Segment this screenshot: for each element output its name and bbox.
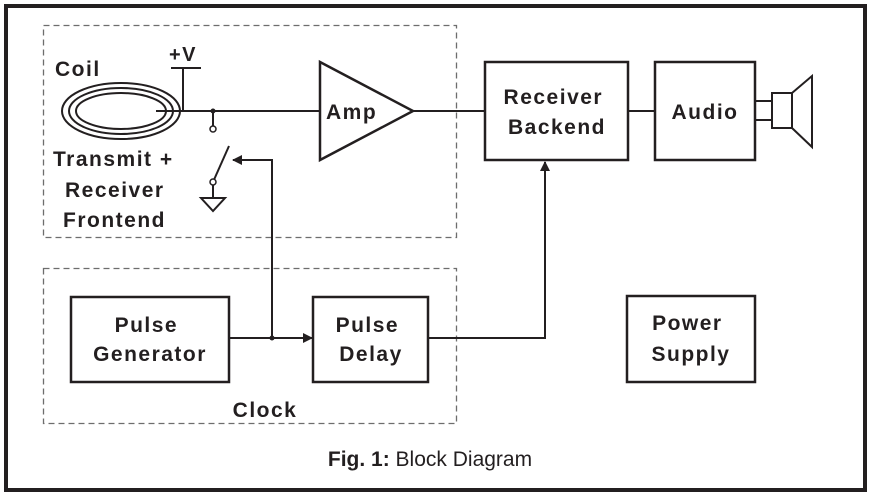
- supply-voltage-icon: [171, 67, 201, 111]
- clock-to-switch-arrow: [232, 155, 273, 338]
- pulse-delay-block: [311, 295, 430, 384]
- frontend-label: Transmit + Receiver Frontend: [53, 148, 181, 232]
- pulse-generator-label-line: Pulse: [115, 314, 179, 337]
- pulse-delay-label: Pulse Delay: [336, 314, 407, 366]
- amp-block: [318, 59, 416, 163]
- frontend-group-box: [42, 24, 458, 239]
- speaker-icon: [754, 73, 813, 150]
- power-supply-block: [625, 294, 757, 384]
- audio-label: Audio: [672, 101, 739, 124]
- delay-to-backend-arrow: [428, 161, 550, 339]
- frontend-label-line: Receiver: [65, 179, 165, 202]
- switch-icon: [209, 111, 230, 198]
- caption-text: Block Diagram: [390, 448, 532, 471]
- clock-label: Clock: [233, 399, 298, 422]
- receiver-backend-label: Receiver Backend: [504, 86, 611, 139]
- receiver-backend-label-line: Receiver: [504, 86, 604, 109]
- frontend-label-line: Transmit +: [53, 148, 174, 171]
- pulse-generator-label: Pulse Generator: [93, 314, 207, 366]
- supply-voltage-label: +V: [169, 44, 197, 66]
- pulse-generator-label-line: Generator: [93, 343, 207, 366]
- coil-icon: [61, 82, 181, 140]
- ground-icon: [198, 197, 228, 213]
- caption-prefix: Fig. 1:: [328, 448, 390, 471]
- power-supply-label-line: Supply: [651, 343, 730, 366]
- figure-frame: [4, 4, 867, 492]
- pulse-delay-label-line: Pulse: [336, 314, 400, 337]
- amp-label: Amp: [326, 101, 377, 124]
- receiver-backend-block: [483, 60, 630, 162]
- pulse-generator-block: [69, 295, 231, 384]
- pulse-delay-label-line: Delay: [339, 343, 403, 366]
- clock-group-box: [42, 267, 458, 425]
- figure-caption: Fig. 1: Block Diagram: [328, 448, 532, 471]
- coil-label: Coil: [55, 58, 101, 81]
- frontend-label-line: Frontend: [63, 209, 166, 232]
- receiver-backend-label-line: Backend: [508, 116, 606, 139]
- power-supply-label-line: Power: [652, 312, 723, 335]
- power-supply-label: Power Supply: [651, 312, 730, 366]
